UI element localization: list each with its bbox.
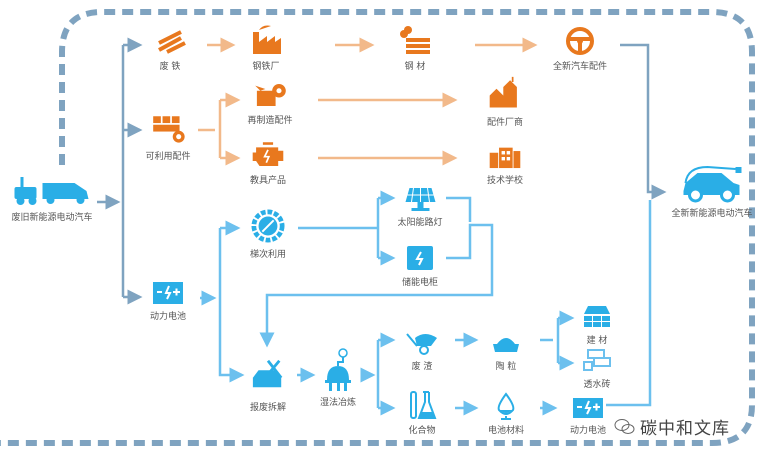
node-new-parts: 全新汽车配件 [553, 26, 607, 72]
label: 技术学校 [486, 176, 524, 186]
label: 储能电柜 [401, 278, 439, 288]
car-tools-icon [252, 359, 283, 388]
watermark-text: 碳中和文库 [640, 419, 730, 439]
node-parts-maker: 配件厂商 [487, 74, 523, 128]
label: 配件厂商 [486, 118, 524, 128]
node-hydrometallurgy: 湿法冶炼 [320, 348, 356, 408]
label: 废旧新能源电动汽车 [11, 213, 93, 223]
bowl-pellets-icon [493, 338, 519, 352]
droplet-icon [497, 392, 515, 420]
reactor-icon [324, 348, 351, 391]
label: 透水砖 [583, 380, 611, 390]
node-building-material: 建 材 [580, 304, 614, 346]
school-icon [489, 147, 521, 169]
label: 报废拆解 [249, 403, 287, 413]
node-steel-mill: 钢铁厂 [249, 24, 283, 72]
building-material-icon [584, 306, 610, 327]
label: 废 铁 [159, 62, 181, 72]
label: 湿法冶炼 [319, 398, 357, 408]
battery-cabinet-icon [406, 246, 433, 270]
label: 电池材料 [487, 426, 525, 436]
dashed-border [0, 9, 755, 446]
solar-panel-icon [404, 187, 435, 211]
wechat-icon [614, 418, 635, 434]
node-scrap-iron: 废 铁 [153, 30, 187, 72]
node-cascade-use: 梯次利用 [250, 208, 286, 260]
battery-icon [152, 282, 183, 304]
bricks-icon [583, 349, 611, 371]
node-power-battery-new: 动力电池 [570, 396, 606, 436]
node-old-ev: 废旧新能源电动汽车 [11, 175, 93, 223]
building-icon [489, 76, 517, 108]
label: 全新新能源电动汽车 [671, 209, 753, 219]
wheelbarrow-icon [406, 333, 437, 355]
node-power-battery: 动力电池 [150, 280, 186, 322]
electric-car-icon [682, 165, 741, 203]
node-ceramsite: 陶 粒 [489, 330, 523, 372]
node-battery-material: 电池材料 [488, 392, 524, 436]
label: 全新汽车配件 [552, 62, 608, 72]
node-solar-lamp: 太阳能路灯 [397, 186, 443, 228]
battery-icon [572, 398, 603, 418]
factory-icon [253, 25, 281, 54]
label: 动力电池 [569, 426, 607, 436]
label: 钢 材 [404, 62, 426, 72]
node-new-ev: 全新新能源电动汽车 [671, 163, 753, 219]
label: 可利用配件 [145, 152, 191, 162]
label: 动力电池 [149, 312, 187, 322]
steel-plates-icon [400, 26, 430, 54]
node-permeable-brick: 透水砖 [580, 348, 614, 390]
label: 废 渣 [411, 362, 433, 372]
flask-tube-icon [410, 391, 437, 419]
node-reman-parts: 再制造配件 [247, 80, 293, 126]
node-compound: 化合物 [405, 390, 439, 436]
node-tech-school: 技术学校 [487, 144, 523, 186]
parts-gear-icon [152, 116, 185, 143]
label: 太阳能路灯 [397, 218, 443, 228]
label: 钢铁厂 [252, 62, 280, 72]
label: 建 材 [586, 336, 608, 346]
box-gear-icon [254, 83, 286, 107]
label: 化合物 [408, 426, 436, 436]
label: 教具产品 [249, 176, 287, 186]
node-storage-cabinet: 储能电柜 [402, 244, 438, 288]
label: 梯次利用 [249, 250, 287, 260]
engine-icon [252, 142, 284, 167]
label: 再制造配件 [247, 116, 293, 126]
node-teaching-products: 教具产品 [250, 140, 286, 186]
node-dismantle: 报废拆解 [250, 356, 286, 413]
node-slag: 废 渣 [405, 330, 439, 372]
node-usable-parts: 可利用配件 [145, 112, 191, 162]
node-steel: 钢 材 [398, 24, 432, 72]
forklift-car-icon [13, 177, 88, 205]
gear-growth-icon [251, 209, 285, 243]
label: 陶 粒 [495, 362, 517, 372]
watermark: 碳中和文库 [614, 414, 730, 439]
pipes-icon [158, 30, 186, 54]
steering-wheel-icon [565, 27, 594, 55]
